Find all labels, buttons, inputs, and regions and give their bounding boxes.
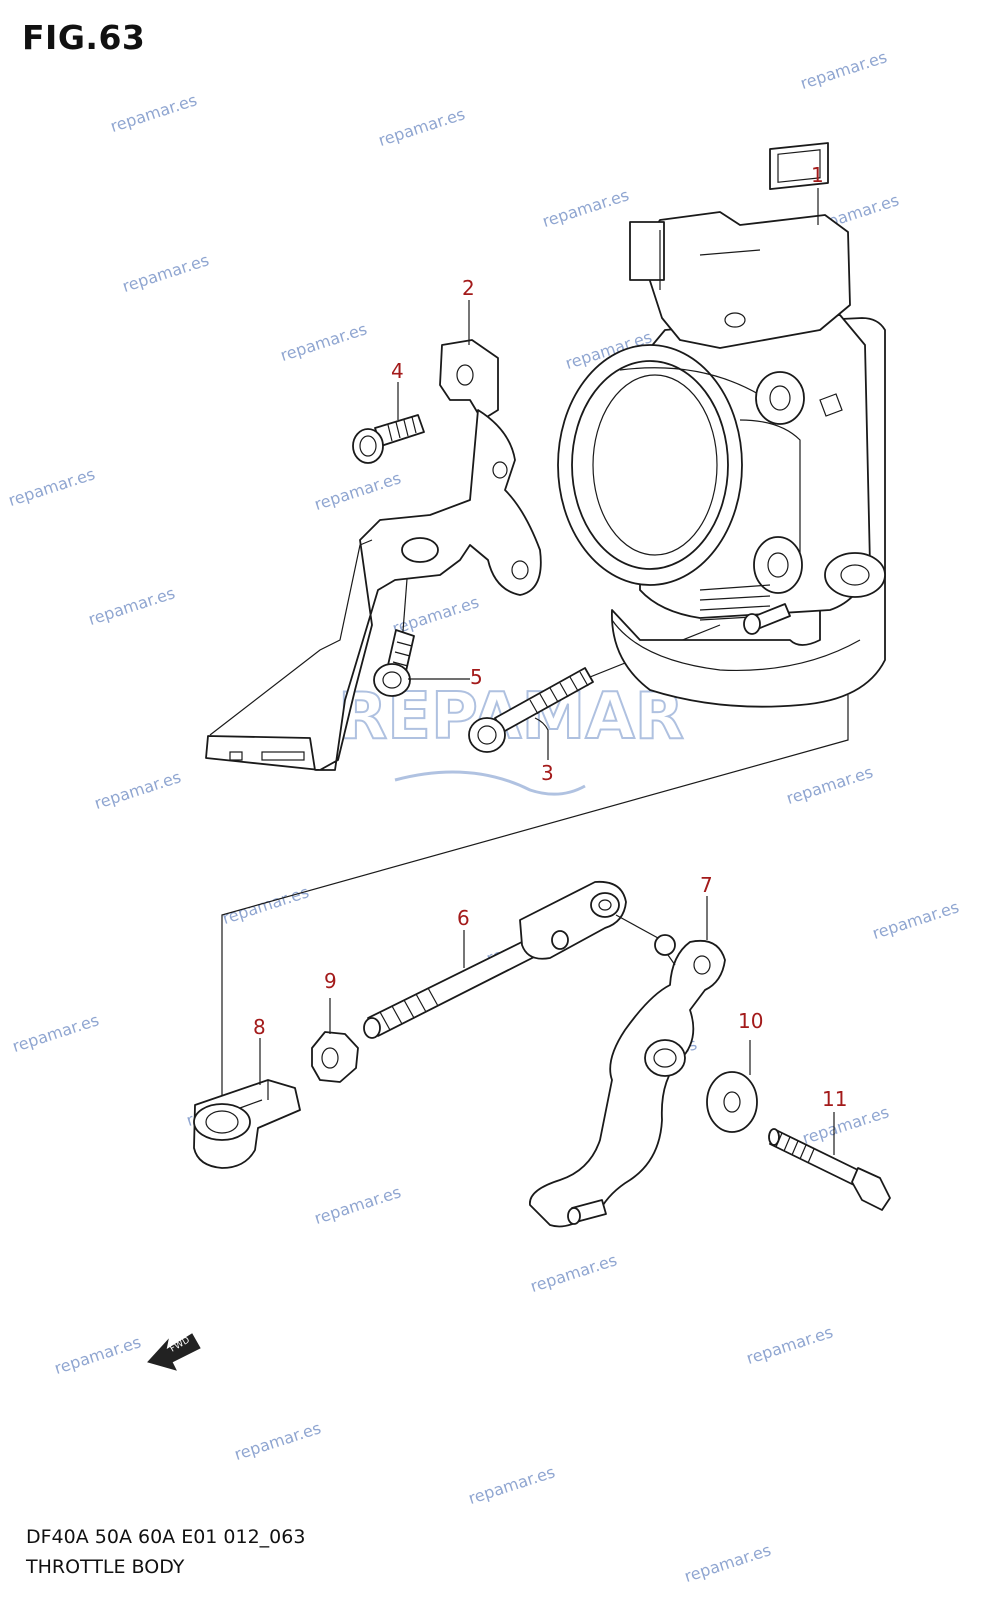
part-name-caption: THROTTLE BODY: [26, 1556, 185, 1578]
bolt-long: [468, 667, 594, 753]
fwd-arrow-icon: FWD: [147, 1333, 201, 1371]
callout-11: 11: [822, 1087, 847, 1111]
connector-boot: [193, 1079, 301, 1169]
callout-7: 7: [700, 873, 713, 897]
callout-leaders: [259, 188, 835, 1155]
throttle-lever: [529, 934, 726, 1228]
repamar-logo: REPAMAR: [337, 679, 685, 796]
bracket: [205, 339, 542, 771]
throttle-body-screw: [743, 603, 791, 635]
nut: [311, 1031, 359, 1083]
figure-title: FIG.63: [22, 18, 146, 57]
washer: [706, 1071, 758, 1133]
callout-8: 8: [253, 1015, 266, 1039]
callout-9: 9: [324, 969, 337, 993]
callout-2: 2: [462, 276, 475, 300]
callout-5: 5: [470, 665, 483, 689]
bolt-lever: [768, 1128, 891, 1211]
bolt-small-upper: [352, 414, 425, 464]
throttle-rod: [363, 880, 659, 1039]
callout-4: 4: [391, 359, 404, 383]
callout-3: 3: [541, 761, 554, 785]
bolt-bracket: [373, 629, 415, 697]
callout-1: 1: [811, 163, 824, 187]
throttle-body: [557, 142, 886, 708]
callout-10: 10: [738, 1009, 763, 1033]
model-caption: DF40A 50A 60A E01 012_063: [26, 1526, 306, 1548]
callout-6: 6: [457, 906, 470, 930]
